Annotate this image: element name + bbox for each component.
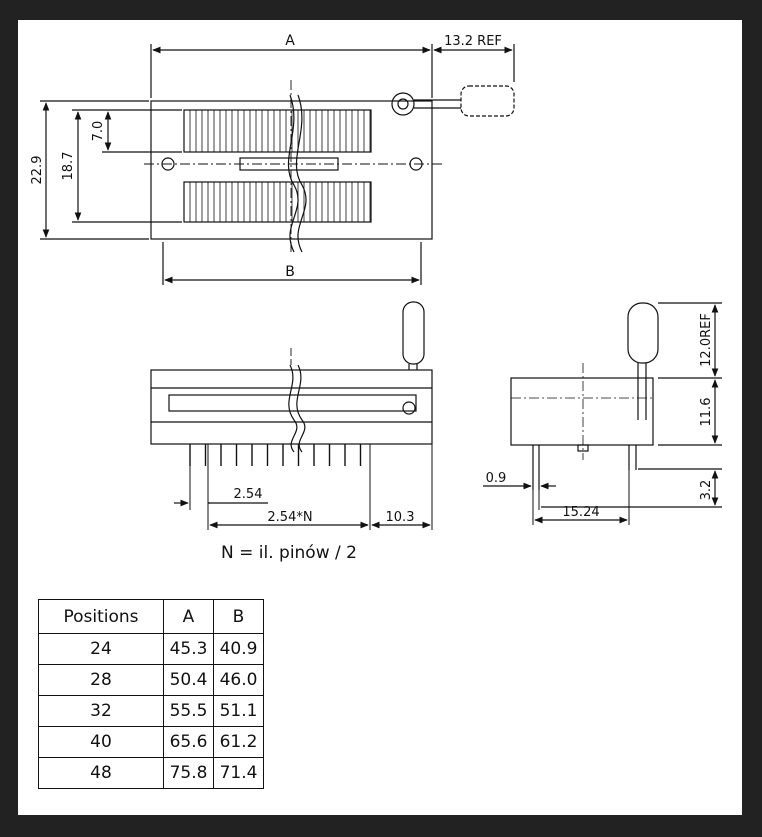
table-header-row: Positions A B: [38, 599, 264, 634]
dim-pin-width-label: 0.9: [486, 471, 507, 486]
cell-b: 51.1: [213, 695, 264, 727]
top-view-labels: A 13.2 REF 22.9 18.7 7.0 B: [30, 33, 502, 280]
dim-inner-label: 18.7: [61, 152, 76, 181]
lever-ring: [391, 92, 415, 116]
dim-height-label: 22.9: [30, 156, 45, 185]
table-row: 24 45.3 40.9: [38, 633, 264, 665]
dim-end-label: 10.3: [386, 510, 415, 525]
side-body: [510, 377, 654, 446]
top-view: [40, 44, 515, 285]
front-lever-handle: [402, 301, 425, 365]
dim-pitch-label: 2.54: [234, 487, 263, 502]
upper-contact-row: [183, 109, 372, 153]
dim-lever-ref-label: 12.0REF: [699, 313, 714, 367]
side-lever-handle: [627, 302, 659, 364]
dim-b-label: B: [285, 264, 295, 280]
table-row: 32 55.5 51.1: [38, 695, 264, 727]
side-view-labels: 12.0REF 11.6 0.9 15.24 3.2: [486, 313, 714, 520]
dim-a-label: A: [285, 33, 295, 49]
lower-contact-row: [183, 181, 372, 223]
dim-span-label: 2.54*N: [267, 510, 312, 525]
cell-b: 40.9: [213, 633, 264, 665]
front-body: [150, 369, 433, 445]
cell-positions: 40: [38, 726, 164, 758]
dim-ref-label: 13.2 REF: [444, 34, 502, 49]
header-positions: Positions: [38, 599, 164, 634]
cell-positions: 24: [38, 633, 164, 665]
header-a: A: [163, 599, 214, 634]
pin-count-note: N = il. pinów / 2: [221, 543, 357, 563]
cell-b: 61.2: [213, 726, 264, 758]
technical-drawing: A 13.2 REF 22.9 18.7 7.0 B 2.54 2.5: [30, 33, 722, 530]
header-b: B: [213, 599, 264, 634]
cell-positions: 28: [38, 664, 164, 696]
drawing-sheet: A 13.2 REF 22.9 18.7 7.0 B 2.54 2.5: [18, 20, 742, 815]
table-row: 28 50.4 46.0: [38, 664, 264, 696]
cell-b: 71.4: [213, 757, 264, 789]
dim-pin-length-label: 3.2: [699, 480, 714, 501]
table-row: 40 65.6 61.2: [38, 726, 264, 758]
cell-positions: 32: [38, 695, 164, 727]
front-view-labels: 2.54 2.54*N 10.3: [234, 487, 415, 525]
cell-positions: 48: [38, 757, 164, 789]
lever-handle-outline: [460, 85, 515, 117]
front-view: [150, 301, 433, 530]
cell-a: 55.5: [163, 695, 214, 727]
dim-row-spacing-label: 15.24: [562, 505, 599, 520]
cell-a: 65.6: [163, 726, 214, 758]
cell-a: 75.8: [163, 757, 214, 789]
dim-slot-label: 7.0: [91, 121, 106, 142]
cell-b: 46.0: [213, 664, 264, 696]
cell-a: 50.4: [163, 664, 214, 696]
table-row: 48 75.8 71.4: [38, 757, 264, 789]
side-view: [483, 302, 722, 525]
dimensions-table: Positions A B 24 45.3 40.9 28 50.4 46.0 …: [38, 599, 264, 789]
cell-a: 45.3: [163, 633, 214, 665]
dim-body-height-label: 11.6: [699, 398, 714, 427]
